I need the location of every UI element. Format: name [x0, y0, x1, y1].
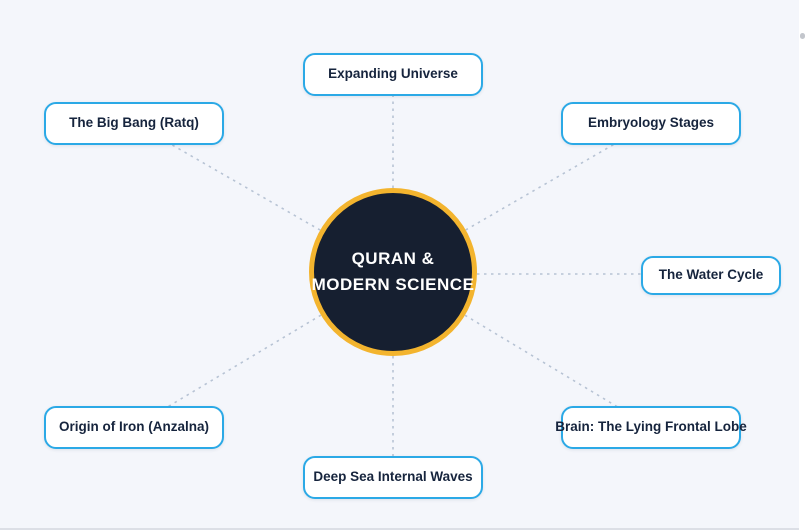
node-label: Embryology Stages	[587, 115, 715, 131]
node-water-cycle[interactable]: The Water Cycle	[641, 256, 781, 295]
scrollbar-track[interactable]	[799, 0, 807, 530]
node-label: Origin of Iron (Anzalna)	[59, 419, 209, 435]
central-topic-line2: MODERN SCIENCE	[311, 275, 475, 294]
node-label: Expanding Universe	[328, 66, 458, 82]
scrollbar-thumb[interactable]	[800, 33, 805, 39]
node-label: Deep Sea Internal Waves	[313, 469, 473, 485]
node-brain-frontal-lobe[interactable]: Brain: The Lying Frontal Lobe	[555, 406, 747, 449]
central-topic-node[interactable]: QURAN & MODERN SCIENCE	[309, 188, 477, 356]
node-label: The Water Cycle	[658, 267, 764, 283]
node-label: Brain: The Lying Frontal Lobe	[555, 419, 747, 435]
node-origin-of-iron[interactable]: Origin of Iron (Anzalna)	[44, 406, 224, 449]
central-topic-label: QURAN & MODERN SCIENCE	[283, 246, 503, 299]
node-embryology-stages[interactable]: Embryology Stages	[561, 102, 741, 145]
central-topic-line1: QURAN &	[351, 248, 435, 268]
node-big-bang[interactable]: The Big Bang (Ratq)	[44, 102, 224, 145]
node-deep-sea-waves[interactable]: Deep Sea Internal Waves	[303, 456, 483, 499]
node-label: The Big Bang (Ratq)	[69, 115, 199, 131]
node-expanding-universe[interactable]: Expanding Universe	[303, 53, 483, 96]
